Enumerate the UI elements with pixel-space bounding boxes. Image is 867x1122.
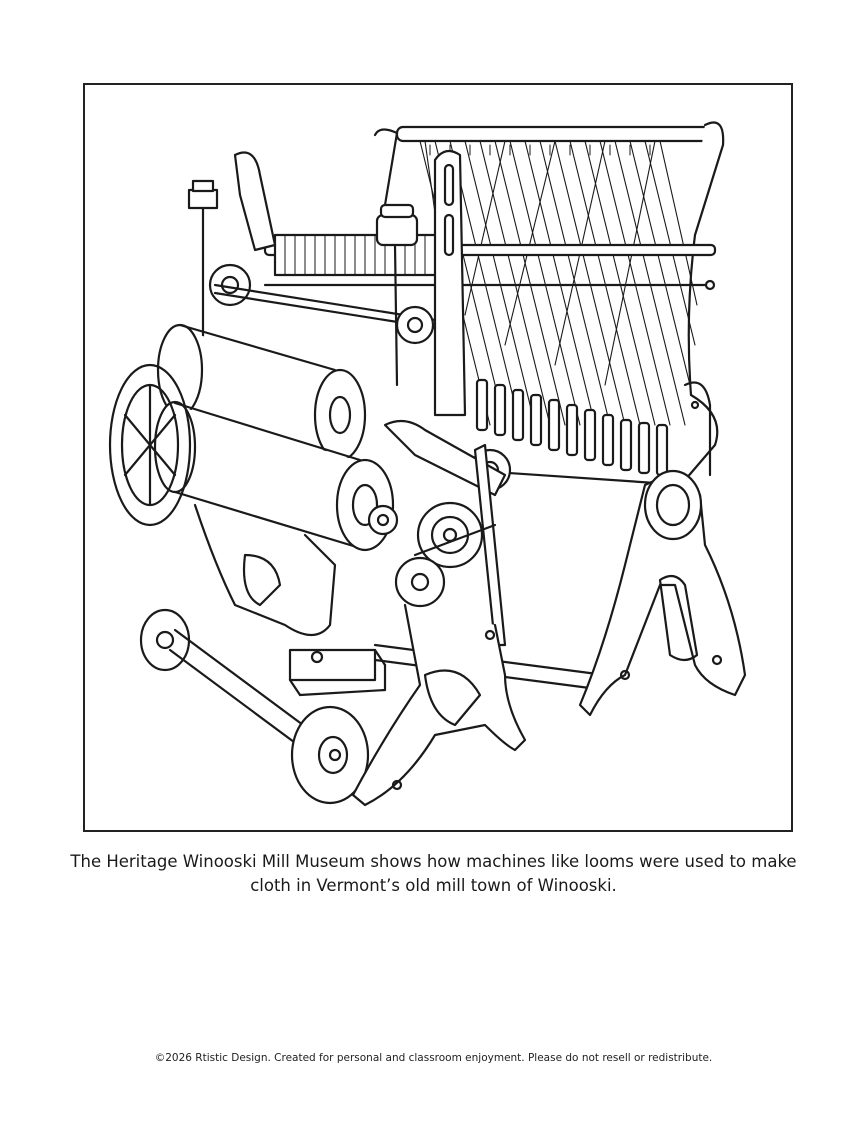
illustration-frame xyxy=(83,83,793,832)
caption-line-2: cloth in Vermont’s old mill town of Wino… xyxy=(250,876,617,895)
caption-line-1: The Heritage Winooski Mill Museum shows … xyxy=(70,852,797,871)
caption: The Heritage Winooski Mill Museum shows … xyxy=(60,850,807,898)
copyright-footer: ©2026 Rtistic Design. Created for person… xyxy=(154,1052,713,1064)
loom-illustration xyxy=(108,121,747,807)
